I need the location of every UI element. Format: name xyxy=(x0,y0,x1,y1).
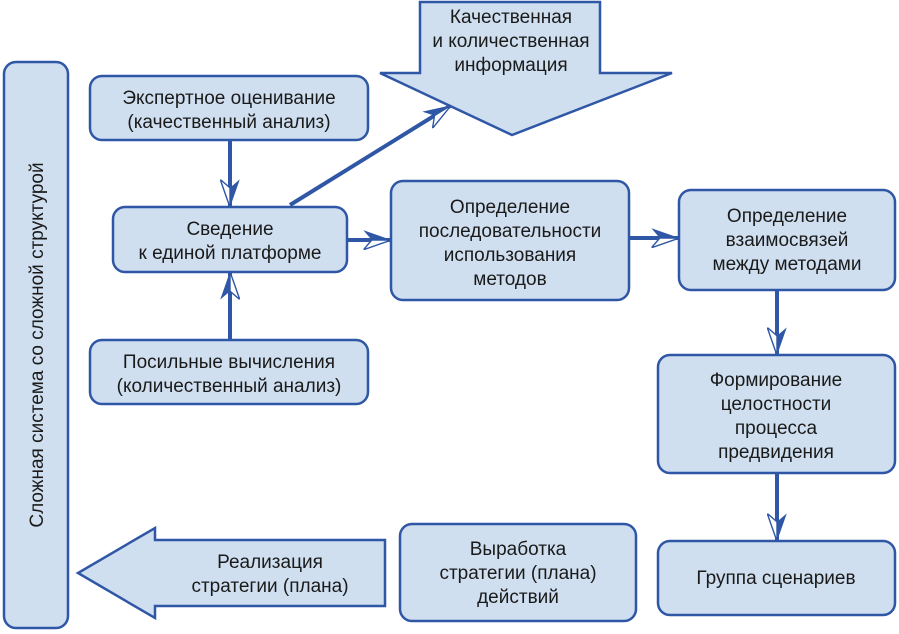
compute-line: Посильные вычисления xyxy=(123,352,335,373)
information-arrow: Качественная и количественная информация xyxy=(379,0,673,137)
realization-arrow: Реализация стратегии (плана) xyxy=(75,525,387,621)
strategy-line: Выработка xyxy=(470,539,567,560)
sequence-box: Определение последовательности использов… xyxy=(389,179,631,302)
info-line: Качественная xyxy=(450,7,572,28)
integrity-line: целостности xyxy=(721,394,832,415)
strategy-line: стратегии (плана) xyxy=(439,563,596,584)
merge-line: к единой платформе xyxy=(138,243,321,264)
compute-line: (количественный анализ) xyxy=(117,376,342,397)
compute-box: Посильные вычисления (количественный ана… xyxy=(88,338,370,406)
integrity-line: Формирование xyxy=(710,370,843,391)
relations-box: Определение взаимосвязей между методами xyxy=(677,188,897,292)
sequence-line: использования xyxy=(444,245,576,266)
strategy-box: Выработка стратегии (плана) действий xyxy=(398,522,638,623)
info-line: информация xyxy=(454,55,567,76)
expert-box: Экспертное оценивание (качественный анал… xyxy=(88,74,370,142)
strategy-line: действий xyxy=(477,587,559,608)
scenarios-box: Группа сценариев xyxy=(656,539,897,617)
sequence-line: Определение xyxy=(450,197,570,218)
relations-line: между методами xyxy=(713,254,862,275)
sequence-line: последовательности xyxy=(419,221,602,242)
integrity-line: процесса xyxy=(735,418,818,439)
relations-line: Определение xyxy=(727,206,847,227)
merge-line: Сведение xyxy=(186,219,273,240)
side-label: Сложная система со сложной структурой xyxy=(27,162,48,527)
info-line: и количественная xyxy=(432,31,589,52)
arrow-merge-to-information xyxy=(288,104,450,207)
sequence-line: методов xyxy=(473,269,546,290)
realization-line: стратегии (плана) xyxy=(191,576,348,597)
expert-line: (качественный анализ) xyxy=(127,112,330,133)
expert-line: Экспертное оценивание xyxy=(122,88,335,109)
scenarios-line: Группа сценариев xyxy=(696,568,855,589)
relations-line: взаимосвязей xyxy=(726,230,849,251)
realization-line: Реализация xyxy=(217,552,323,573)
side-system-box: Сложная система со сложной структурой xyxy=(2,60,70,630)
merge-box: Сведение к единой платформе xyxy=(111,205,349,274)
integrity-line: предвидения xyxy=(718,442,834,463)
integrity-box: Формирование целостности процесса предви… xyxy=(656,353,897,475)
